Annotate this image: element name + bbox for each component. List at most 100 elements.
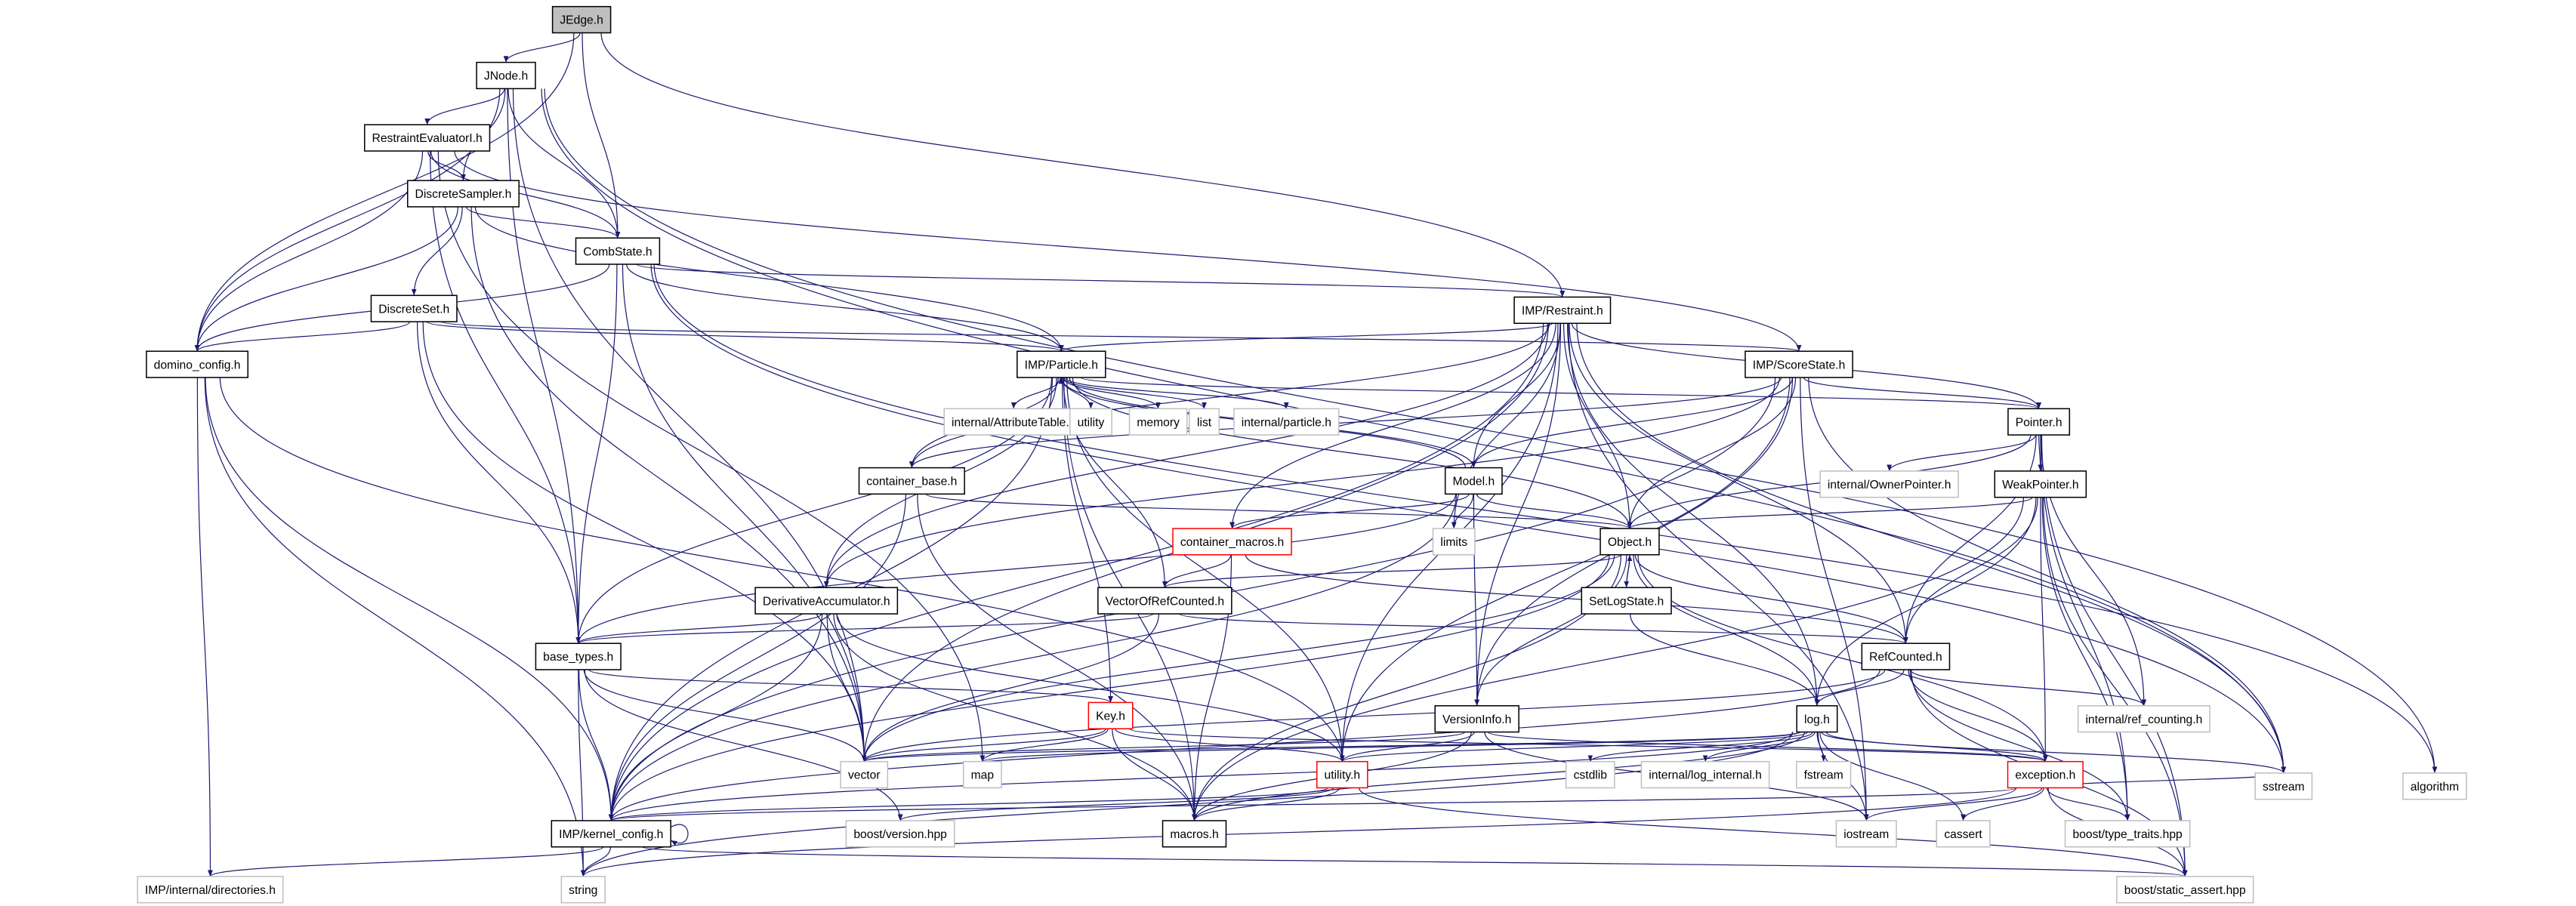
- node-restraintevaluatori-h[interactable]: RestraintEvaluatorI.h: [363, 124, 491, 152]
- edge-jnode-to-combstate: [507, 88, 621, 239]
- node-exception-h[interactable]: exception.h: [2007, 760, 2084, 789]
- edge-combstate-to-sstream: [650, 263, 2287, 773]
- node-label: iostream: [1843, 828, 1889, 841]
- node-internal-particle-h[interactable]: internal/particle.h: [1233, 408, 1340, 436]
- edge-domino-config-to-string: [204, 377, 586, 877]
- node-fstream[interactable]: fstream: [1796, 760, 1852, 789]
- edge-particle-to-pointer: [1080, 377, 2041, 409]
- node-box: [1861, 643, 1951, 670]
- node-imp-internal-directories-h[interactable]: IMP/internal/directories.h: [137, 876, 284, 904]
- node-vector[interactable]: vector: [840, 760, 889, 789]
- edge-jedge-to-jnode: [503, 32, 581, 63]
- node-label: map: [971, 769, 995, 782]
- edge-dsampler-to-combstate: [465, 206, 621, 239]
- node-box: [1087, 701, 1134, 729]
- node-discreteset-h[interactable]: DiscreteSet.h: [370, 294, 458, 322]
- node-algorithm[interactable]: algorithm: [2402, 772, 2467, 800]
- node-discretesampler-h[interactable]: DiscreteSampler.h: [406, 180, 520, 208]
- node-internal-ownerpointer-h[interactable]: internal/OwnerPointer.h: [1819, 470, 1959, 498]
- edge-scorestate-to-sstream: [1808, 377, 2287, 773]
- node-limits[interactable]: limits: [1432, 528, 1476, 556]
- node-setlogstate-h[interactable]: SetLogState.h: [1581, 587, 1672, 615]
- edge-vorc-to-vector: [861, 614, 1159, 762]
- node-container-macros-h[interactable]: container_macros.h: [1172, 528, 1292, 556]
- node-string[interactable]: string: [560, 876, 606, 904]
- edge-dset-to-base-types: [416, 322, 582, 644]
- node-log-h[interactable]: log.h: [1796, 705, 1838, 733]
- node-internal-ref-counting-h[interactable]: internal/ref_counting.h: [2077, 705, 2210, 733]
- edge-combstate-to-base-types: [575, 263, 618, 644]
- node-model-h[interactable]: Model.h: [1444, 467, 1503, 495]
- node-boost-type-traits-hpp[interactable]: boost/type_traits.hpp: [2064, 820, 2191, 848]
- node-iostream[interactable]: iostream: [1835, 820, 1897, 848]
- node-cassert[interactable]: cassert: [1936, 820, 1991, 848]
- node-boost-version-hpp[interactable]: boost/version.hpp: [845, 820, 955, 848]
- node-label: vector: [848, 769, 881, 782]
- node-label: cstdlib: [1574, 769, 1608, 782]
- node-utility[interactable]: utility: [1069, 408, 1112, 436]
- edge-scorestate-to-iostream: [1800, 377, 1869, 821]
- edge-jnode-to-base-types: [507, 88, 582, 644]
- node-label: internal/OwnerPointer.h: [1828, 479, 1951, 492]
- edge-rei-to-dsampler: [427, 150, 466, 181]
- edge-exception-to-string: [581, 787, 2017, 877]
- node-utility-h[interactable]: utility.h: [1316, 760, 1368, 789]
- node-map[interactable]: map: [962, 760, 1002, 789]
- node-label: log.h: [1804, 713, 1830, 726]
- node-macros-h[interactable]: macros.h: [1162, 820, 1227, 848]
- edge-object-to-versioninfo: [1474, 554, 1627, 706]
- edge-object-to-macros: [1192, 554, 1622, 821]
- node-jnode-h[interactable]: JNode.h: [476, 61, 536, 90]
- node-combstate-h[interactable]: CombState.h: [575, 237, 661, 265]
- edge-weakpointer-to-object: [1627, 497, 2033, 529]
- edge-domino-config-to-kernel-config: [205, 377, 614, 821]
- edge-vorc-to-refcounted: [1179, 613, 1908, 644]
- node-imp-kernel-config-h[interactable]: IMP/kernel_config.h: [551, 820, 671, 848]
- node-cstdlib[interactable]: cstdlib: [1565, 760, 1615, 789]
- node-label: boost/type_traits.hpp: [2072, 828, 2183, 841]
- node-box: [1172, 528, 1292, 556]
- node-list[interactable]: list: [1189, 408, 1220, 436]
- node-jedge-h[interactable]: JEdge.h: [551, 5, 612, 34]
- edge-scorestate-to-object: [1627, 377, 1797, 529]
- node-key-h[interactable]: Key.h: [1087, 701, 1134, 729]
- node-imp-restraint-h[interactable]: IMP/Restraint.h: [1513, 296, 1612, 325]
- edge-scorestate-to-model: [1471, 377, 1794, 468]
- edge-derivacc-to-utility-h: [836, 614, 1345, 762]
- edge-dsampler-to-dset: [411, 206, 463, 296]
- node-vectorofrefcounted-h[interactable]: VectorOfRefCounted.h: [1097, 587, 1232, 615]
- node-domino-config-h[interactable]: domino_config.h: [146, 350, 249, 378]
- node-versioninfo-h[interactable]: VersionInfo.h: [1434, 705, 1519, 733]
- node-base-types-h[interactable]: base_types.h: [535, 643, 622, 670]
- node-box: [575, 237, 661, 265]
- node-label: algorithm: [2411, 781, 2459, 794]
- node-memory[interactable]: memory: [1128, 408, 1188, 436]
- node-box: [137, 876, 284, 904]
- node-box: [845, 820, 955, 848]
- edge-key-to-exception: [1128, 728, 2048, 763]
- node-box: [943, 408, 1084, 436]
- node-label: sstream: [2263, 781, 2305, 794]
- edge-model-to-base-types: [575, 494, 1457, 644]
- node-derivativeaccumulator-h[interactable]: DerivativeAccumulator.h: [754, 587, 899, 615]
- node-weakpointer-h[interactable]: WeakPointer.h: [1994, 470, 2087, 498]
- node-pointer-h[interactable]: Pointer.h: [2007, 408, 2071, 436]
- edge-log-to-map: [979, 732, 1801, 763]
- node-imp-scorestate-h[interactable]: IMP/ScoreState.h: [1745, 350, 1853, 378]
- node-box: [1745, 350, 1853, 378]
- node-box: [1233, 408, 1340, 436]
- edge-weakpointer-to-exception: [2040, 497, 2048, 762]
- edge-model-to-limits: [1451, 494, 1474, 529]
- edge-object-to-vector: [861, 554, 1615, 762]
- edge-combstate-to-restraint: [636, 263, 1565, 298]
- edge-key-to-map: [979, 729, 1109, 762]
- node-boost-static-assert-hpp[interactable]: boost/static_assert.hpp: [2116, 876, 2254, 904]
- node-imp-particle-h[interactable]: IMP/Particle.h: [1017, 350, 1106, 378]
- node-internal-attributetable-h[interactable]: internal/AttributeTable.h: [943, 408, 1084, 436]
- node-refcounted-h[interactable]: RefCounted.h: [1861, 643, 1951, 670]
- node-object-h[interactable]: Object.h: [1600, 528, 1660, 556]
- node-label: internal/particle.h: [1242, 416, 1331, 429]
- node-internal-log-internal-h[interactable]: internal/log_internal.h: [1640, 760, 1770, 789]
- node-container-base-h[interactable]: container_base.h: [858, 467, 965, 495]
- node-sstream[interactable]: sstream: [2254, 772, 2313, 800]
